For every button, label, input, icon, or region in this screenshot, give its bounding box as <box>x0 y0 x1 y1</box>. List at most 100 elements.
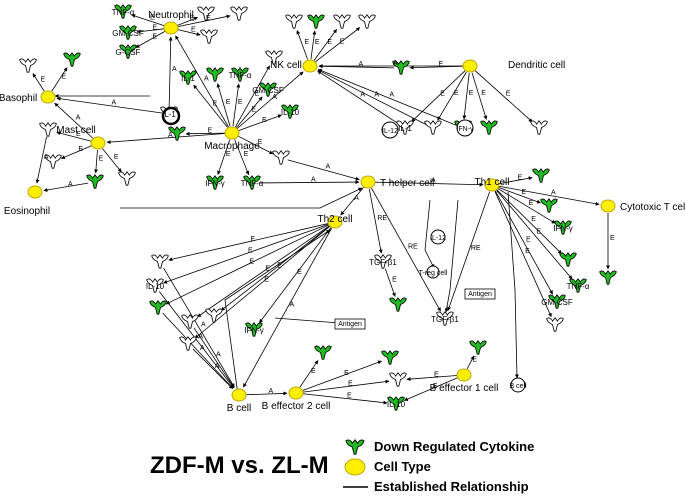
cell-node-dendritic <box>462 59 478 73</box>
edge-nk-nk3 <box>313 28 338 61</box>
edge-label: A <box>201 322 206 329</box>
cytokine-label-n1: TNF-α <box>112 8 135 17</box>
legend: Down Regulated Cytokine Cell Type Establ… <box>340 437 670 497</box>
edge-label: A <box>111 100 116 107</box>
edge-dendritic-d4 <box>471 72 488 120</box>
edge-label: E <box>327 39 332 46</box>
cytokine-icon-mast4 <box>118 171 136 186</box>
node-layer <box>19 4 617 411</box>
edge-label: A <box>215 363 220 370</box>
cell-node-bcell <box>231 388 247 402</box>
edge-tg1-tg2 <box>384 268 396 297</box>
edge-label: E <box>347 392 352 399</box>
edge-label: E <box>262 117 267 124</box>
edge-thelper-th1 <box>374 181 484 187</box>
edge-label: E <box>76 131 81 138</box>
t-reg-cell-node-label: T-reg cell <box>419 270 448 277</box>
cell-label-bcell: B cell <box>227 403 251 414</box>
down-regulated-cytokine-icon-th2c <box>149 300 167 315</box>
edge-mast-mast1 <box>56 131 92 142</box>
edge-th1-ctl <box>498 185 600 206</box>
legend-relationship-label: Established Relationship <box>374 479 529 494</box>
edge-macrophage-mp2 <box>217 139 231 175</box>
edge-dendritic-d1 <box>411 70 466 123</box>
edge-label: E <box>61 73 66 80</box>
edge-macrophage-m5 <box>238 114 282 131</box>
cytokine-label-mp3: TNF-α <box>241 179 264 188</box>
cytokine-icon-n5 <box>230 6 248 21</box>
cytokine-icon-d5 <box>530 120 548 135</box>
edge-label: A <box>374 91 379 98</box>
cell-label-thelper: T helper cell <box>380 178 434 189</box>
edge-basophil-b2 <box>51 67 68 92</box>
edge-macrophage-neutrophil <box>175 35 229 128</box>
cell-label-th2: Th2 cell <box>317 214 352 225</box>
comparison-title: ZDF-M vs. ZL-M <box>150 452 329 479</box>
edge-label: E <box>190 15 195 22</box>
edge-label: E <box>213 100 218 107</box>
edge-label: E <box>226 99 231 106</box>
edge-label: E <box>250 236 255 243</box>
cytokine-label-th1c: IFN-γ <box>553 224 573 233</box>
cytokine-label-beD: IL-10 <box>387 400 406 409</box>
il-12-circle-node-label: IL-12 <box>382 128 398 135</box>
edge-label: E <box>481 90 486 97</box>
edge-be2-beC <box>302 379 390 393</box>
cell-type-icon <box>344 458 366 476</box>
il-12-secondary-node-label: IL-12 <box>430 235 446 242</box>
edge-th2-th2c <box>165 224 329 305</box>
edge-label: E <box>78 146 83 153</box>
edge-label: E <box>191 26 196 33</box>
edge-layer <box>32 14 610 405</box>
edge-neutrophil-n4 <box>177 16 199 26</box>
edge-macrophage-nk <box>237 71 304 129</box>
cytokine-label-d1: IL-1 <box>398 124 412 133</box>
b-cell-circle-node <box>510 377 526 393</box>
b-cell-circle-node-label: B cell <box>509 383 527 390</box>
edge-label: A <box>168 132 173 139</box>
cell-label-macrophage: Macrophage <box>204 141 260 152</box>
cytokine-label-th1e: TNF-α <box>567 282 590 291</box>
edge-neutrophil-n1 <box>131 14 165 27</box>
cytokine-label-th1f: GM-CSF <box>541 298 573 307</box>
edge-bcell-be2 <box>245 391 288 396</box>
edge-th1-th1f <box>495 190 553 295</box>
cell-label-ctl: Cytotoxic T cell <box>620 202 685 213</box>
edge-label: E <box>434 371 439 378</box>
edge-label: E <box>518 175 523 182</box>
legend-row-down-regulated: Down Regulated Cytokine <box>340 437 670 457</box>
ifn-circle-node <box>456 119 474 137</box>
edge-label: E <box>454 90 459 97</box>
cytokine-icon-th2f <box>179 336 197 351</box>
edge-label: A <box>360 92 365 99</box>
edge-label: E <box>152 24 157 31</box>
edge-mp1-thelper <box>287 159 360 181</box>
cell-label-nk: NK cell <box>270 60 302 71</box>
edge-be1-beC <box>406 375 458 382</box>
cytokine-icon-nk3 <box>333 14 351 29</box>
down-regulated-cytokine-icon-mast3 <box>86 174 104 189</box>
edge-th1-tg3 <box>447 191 491 311</box>
cell-label-be1: B effector 1 cell <box>430 383 499 394</box>
cell-node-macrophage <box>224 126 240 140</box>
cytokine-icon-th2d <box>181 314 199 329</box>
edge-th2-th2b <box>163 223 329 284</box>
edge-d1-nk <box>317 70 400 125</box>
edge-th2f-bcell <box>192 348 233 389</box>
antigen-label: Antigen <box>338 321 362 328</box>
edge-th2b-bcell <box>158 291 234 389</box>
cell-node-basophil <box>40 90 56 104</box>
cell-node-th1 <box>484 178 500 192</box>
down-regulated-cytokine-icon-th1a <box>532 168 550 183</box>
edge-basophil-b1 <box>32 73 45 92</box>
edge-label: A <box>272 94 277 101</box>
cytokine-label-tg3: TGF-β1 <box>431 315 459 324</box>
edge-label: A <box>198 334 203 341</box>
edge-label: E <box>469 90 474 97</box>
cytokine-label-m5: IL-10 <box>281 108 300 117</box>
legend-row-cell-type: Cell Type <box>340 457 670 477</box>
edge-label: A <box>269 388 274 395</box>
edge-dendritic-d5 <box>474 70 533 123</box>
edge-macrophage-m3 <box>232 83 241 127</box>
